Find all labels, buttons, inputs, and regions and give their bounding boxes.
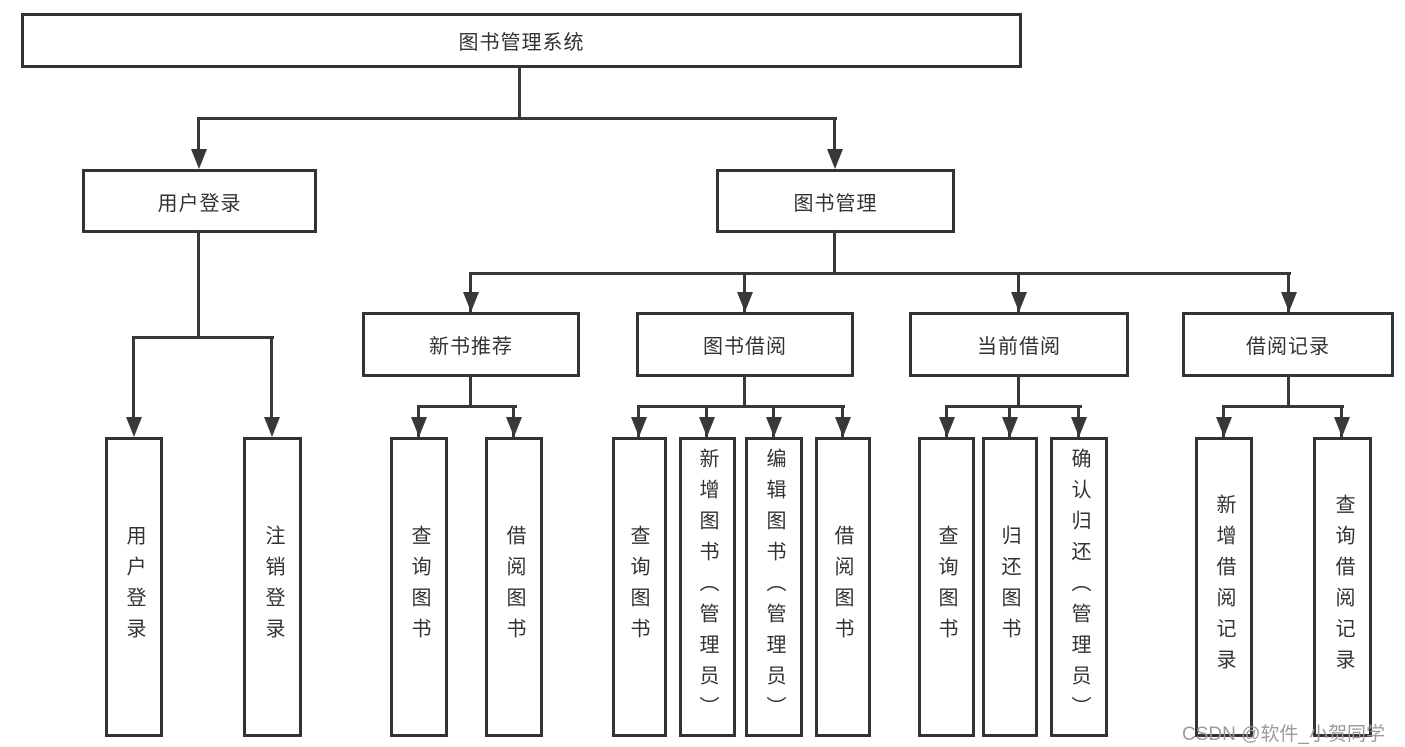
connector-line [743,375,746,408]
connector-line [469,272,1291,275]
connector-line [132,336,274,339]
arrow-down-icon [411,417,427,437]
connector-line [1017,375,1020,408]
connector-line [518,66,521,119]
node-borrowing-records: 借阅记录 [1182,312,1394,377]
arrow-down-icon [939,417,955,437]
connector-line [132,336,135,420]
node-new-book-recommend: 新书推荐 [362,312,580,377]
arrow-down-icon [1071,417,1087,437]
arrow-down-icon [699,417,715,437]
connector-line [197,117,837,120]
connector-line [1222,405,1344,408]
arrow-down-icon [191,149,207,169]
leaf-query-borrow-record: 查询借阅记录 [1313,437,1372,737]
arrow-down-icon [1011,292,1027,312]
arrow-down-icon [1334,417,1350,437]
arrow-down-icon [463,292,479,312]
connector-line [833,117,836,155]
leaf-add-books-admin: 新增图书（管理员） [679,437,736,737]
arrow-down-icon [506,417,522,437]
connector-line [469,375,472,408]
arrow-down-icon [737,292,753,312]
leaf-add-borrow-record: 新增借阅记录 [1195,437,1253,737]
connector-line [270,336,273,420]
connector-line [197,231,200,338]
node-book-management: 图书管理 [716,169,955,233]
leaf-borrow-books-recommend: 借阅图书 [485,437,543,737]
connector-line [417,405,517,408]
arrow-down-icon [126,417,142,437]
watermark-text: CSDN @软件_小贺同学 [1182,724,1385,745]
arrow-down-icon [631,417,647,437]
leaf-edit-books-admin: 编辑图书（管理员） [745,437,803,737]
arrow-down-icon [1002,417,1018,437]
leaf-confirm-return-admin: 确认归还（管理员） [1050,437,1108,737]
connector-line [945,405,1082,408]
leaf-query-books-recommend: 查询图书 [390,437,448,737]
leaf-borrow-books-borrowing: 借阅图书 [815,437,871,737]
arrow-down-icon [827,149,843,169]
connector-line [637,405,845,408]
leaf-query-books-borrowing: 查询图书 [612,437,667,737]
arrow-down-icon [264,417,280,437]
connector-line [833,231,836,275]
connector-line [197,117,200,155]
leaf-logout-login: 注销登录 [243,437,302,737]
arrow-down-icon [835,417,851,437]
node-user-login: 用户登录 [82,169,317,233]
arrow-down-icon [1216,417,1232,437]
leaf-query-books-current: 查询图书 [918,437,975,737]
node-book-borrowing: 图书借阅 [636,312,854,377]
leaf-user-login: 用户登录 [105,437,163,737]
node-library-system: 图书管理系统 [21,13,1022,68]
node-current-borrowing: 当前借阅 [909,312,1129,377]
arrow-down-icon [1281,292,1297,312]
connector-line [1287,375,1290,408]
arrow-down-icon [766,417,782,437]
leaf-return-books: 归还图书 [982,437,1038,737]
